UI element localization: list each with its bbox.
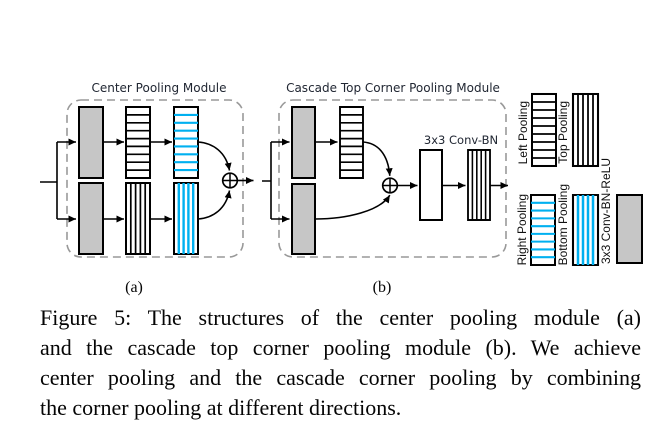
cascade-top-corner-pooling-module	[262, 99, 508, 258]
left-pooling-block	[339, 106, 364, 179]
conv-block	[78, 182, 104, 255]
top-pooling-block	[467, 149, 491, 221]
left-pooling-block	[125, 106, 151, 179]
conv-block	[291, 183, 316, 255]
legend-label-bottom-pooling: Bottom Pooling	[556, 183, 570, 265]
legend-label-left-pooling: Left Pooling	[516, 100, 530, 164]
right-pooling-block	[172, 105, 200, 180]
bottom-pooling-block	[172, 181, 200, 256]
left-pooling-legend-block	[530, 92, 558, 168]
top-pooling-block	[125, 182, 151, 255]
right-pooling-legend-block	[529, 193, 557, 267]
conv-block	[78, 106, 104, 179]
module-a-title: Center Pooling Module	[91, 81, 227, 95]
module-b-dashed-border	[278, 99, 507, 258]
conv-block	[291, 106, 316, 179]
module-a-dashed-border	[66, 99, 244, 258]
caption-line: the corner pooling at different directio…	[40, 395, 402, 420]
legend-label-conv-bn-relu: 3x3 Conv-BN-ReLU	[599, 157, 613, 264]
legend-blocks	[529, 92, 643, 267]
conv-bn-label: 3x3 Conv-BN	[423, 133, 499, 147]
legend-label-right-pooling: Right Pooling	[515, 193, 529, 265]
conv-bn-relu-legend-block	[616, 194, 643, 264]
top-pooling-legend-block	[571, 92, 600, 168]
center-pooling-module	[40, 99, 254, 258]
caption-line: and the cascade top corner pooling modul…	[40, 335, 641, 360]
bottom-pooling-legend-block	[571, 193, 600, 267]
caption-line: center pooling and the cascade corner po…	[40, 365, 641, 390]
subfigure-label-b: (b)	[372, 279, 392, 296]
conv-bn-block	[419, 149, 443, 221]
subfigure-label-a: (a)	[125, 279, 143, 296]
sum-node	[221, 172, 239, 189]
legend-label-top-pooling: Top Pooling	[556, 101, 570, 164]
caption-line: Figure 5: The structures of the center p…	[40, 305, 641, 330]
sum-node	[381, 177, 399, 194]
module-b-title: Cascade Top Corner Pooling Module	[286, 81, 500, 95]
figure-caption: Figure 5: The structures of the center p…	[40, 303, 641, 423]
